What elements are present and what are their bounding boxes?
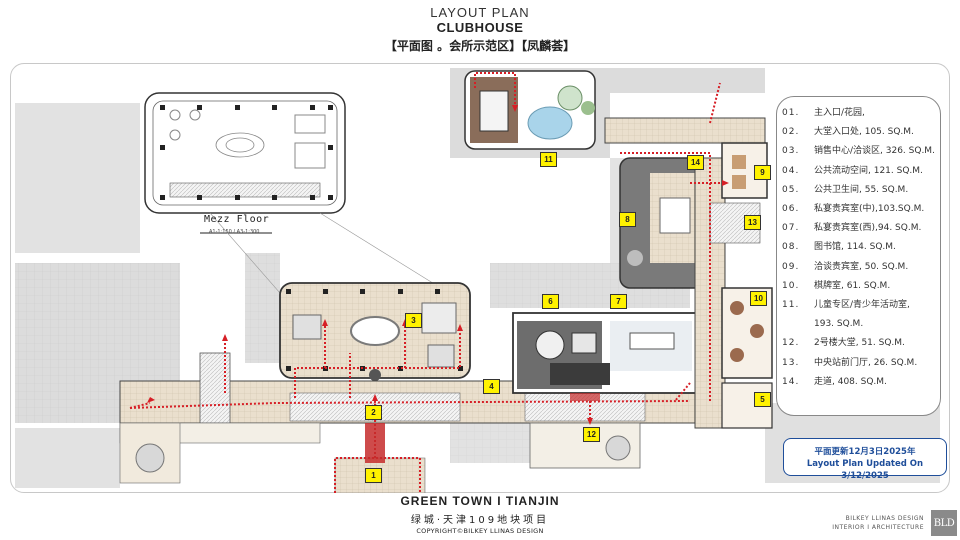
legend-item: 09. 洽谈贵宾室, 50. SQ.M. (782, 258, 940, 277)
legend-item: 04. 公共流动空间, 121. SQ.M. (782, 162, 940, 181)
zone-tag-5: 5 (754, 392, 771, 407)
zone-tag-11: 11 (540, 152, 557, 167)
legend-item: 03. 销售中心/洽谈区, 326. SQ.M. (782, 142, 940, 161)
zone-tag-10: 10 (750, 291, 767, 306)
legend-item: 10. 棋牌室, 61. SQ.M. (782, 277, 940, 296)
legend-text: 棋牌室, 61. SQ.M. (814, 280, 891, 291)
layout-plan-heading: LAYOUT PLAN (430, 5, 530, 17)
project-title: GREEN TOWN I TIANJIN (400, 494, 560, 508)
private-dining-rooms (512, 312, 699, 394)
legend-text-continued: 193. SQ.M. (814, 319, 864, 330)
legend-num: 01. (782, 108, 800, 118)
legend-num: 14. (782, 376, 800, 387)
update-date-cn: 平面更新12月3日2025年 (814, 447, 916, 457)
legend-text: 公共流动空间, 121. SQ.M. (814, 165, 923, 176)
legend-text: 洽谈贵宾室, 50. SQ.M. (814, 261, 909, 272)
zone-tag-14: 14 (687, 155, 704, 170)
mezz-floor-inset (144, 92, 346, 234)
legend-num: 09. (782, 261, 800, 272)
zone-tag-4: 4 (483, 379, 500, 394)
zone-tag-9: 9 (754, 165, 771, 180)
plan-subtitle: 【平面图 。会所示范区】【凤麟荟】 (384, 39, 576, 53)
legend-item: 02. 大堂入口处, 105. SQ.M. (782, 123, 940, 142)
legend-text: 销售中心/洽谈区, 326. SQ.M. (814, 146, 935, 157)
sales-centre-room (279, 282, 471, 381)
zone-tag-12: 12 (583, 427, 600, 442)
floor-plan-drawing (15, 68, 940, 493)
legend-text: 2号楼大堂, 51. SQ.M. (814, 338, 905, 349)
legend-item: 12. 2号楼大堂, 51. SQ.M. (782, 334, 940, 353)
zone-tag-1: 1 (365, 468, 382, 483)
legend-item-continued: 193. SQ.M. (782, 315, 940, 334)
legend-item: 01. 主入口/花园, (782, 104, 940, 123)
legend-text: 走道, 408. SQ.M. (814, 376, 887, 387)
zone-tag-8: 8 (619, 212, 636, 227)
legend-text: 中央站前门厅, 26. SQ.M. (814, 357, 918, 368)
project-title-cn: 绿城·天津109地块项目 (410, 515, 550, 526)
legend-num: 05. (782, 184, 800, 195)
legend-text: 主入口/花园, (814, 108, 865, 118)
legend-num: 13. (782, 357, 800, 368)
update-date-en: Layout Plan Updated On 3/12/2025 (806, 459, 924, 481)
legend-text: 大堂入口处, 105. SQ.M. (814, 127, 914, 138)
legend-item: 13. 中央站前门厅, 26. SQ.M. (782, 354, 940, 373)
room-legend: 01. 主入口/花园, 02. 大堂入口处, 105. SQ.M. 03. 销售中心/… (776, 96, 941, 416)
legend-item: 05. 公共卫生间, 55. SQ.M. (782, 181, 940, 200)
legend-num: 08. (782, 242, 800, 253)
kids-zone (464, 70, 596, 150)
legend-text: 私宴贵宾室(西),94. SQ.M. (814, 223, 922, 234)
legend-num: 06. (782, 204, 800, 215)
legend-item: 08. 图书馆, 114. SQ.M. (782, 238, 940, 257)
legend-text: 公共卫生间, 55. SQ.M. (814, 184, 909, 195)
mezz-floor-title: Mezz Floor (204, 214, 270, 225)
brand-name: BILKEY LLINAS DESIGN (845, 515, 924, 522)
legend-item: 06. 私宴贵宾室(中),103.SQ.M. (782, 200, 940, 219)
zone-tag-6: 6 (542, 294, 559, 309)
legend-num: 10. (782, 280, 800, 291)
legend-text: 图书馆, 114. SQ.M. (814, 242, 896, 253)
legend-num: 12. (782, 338, 800, 349)
zone-tag-13: 13 (744, 215, 761, 230)
zone-tag-7: 7 (610, 294, 627, 309)
clubhouse-heading: CLUBHOUSE (436, 20, 524, 35)
zone-tag-3: 3 (405, 313, 422, 328)
legend-item: 11. 儿童专区/青少年活动室, (782, 296, 940, 315)
legend-num: 07. (782, 223, 800, 234)
legend-num: 11. (782, 300, 800, 311)
library-room (619, 157, 711, 289)
bld-logo: BLD (931, 510, 957, 536)
mezz-floor-scale: A1-1:150 / A3-1:300 (209, 229, 260, 235)
legend-num: 02. (782, 127, 800, 138)
chess-room (721, 287, 773, 379)
legend-text: 私宴贵宾室(中),103.SQ.M. (814, 204, 925, 215)
legend-item: 07. 私宴贵宾室(西),94. SQ.M. (782, 219, 940, 238)
brand-tagline: INTERIOR I ARCHITECTURE (832, 524, 924, 531)
copyright: COPYRIGHT©BILKEY LLINAS DESIGN (416, 527, 544, 535)
update-note: 平面更新12月3日2025年 Layout Plan Updated On 3/… (783, 438, 947, 481)
legend-text: 儿童专区/青少年活动室, (814, 300, 910, 311)
brand-text: BILKEY LLINAS DESIGN INTERIOR I ARCHITEC… (832, 514, 924, 532)
legend-item: 14. 走道, 408. SQ.M. (782, 373, 940, 392)
legend-num: 03. (782, 146, 800, 157)
legend-num: 04. (782, 165, 800, 176)
zone-tag-2: 2 (365, 405, 382, 420)
